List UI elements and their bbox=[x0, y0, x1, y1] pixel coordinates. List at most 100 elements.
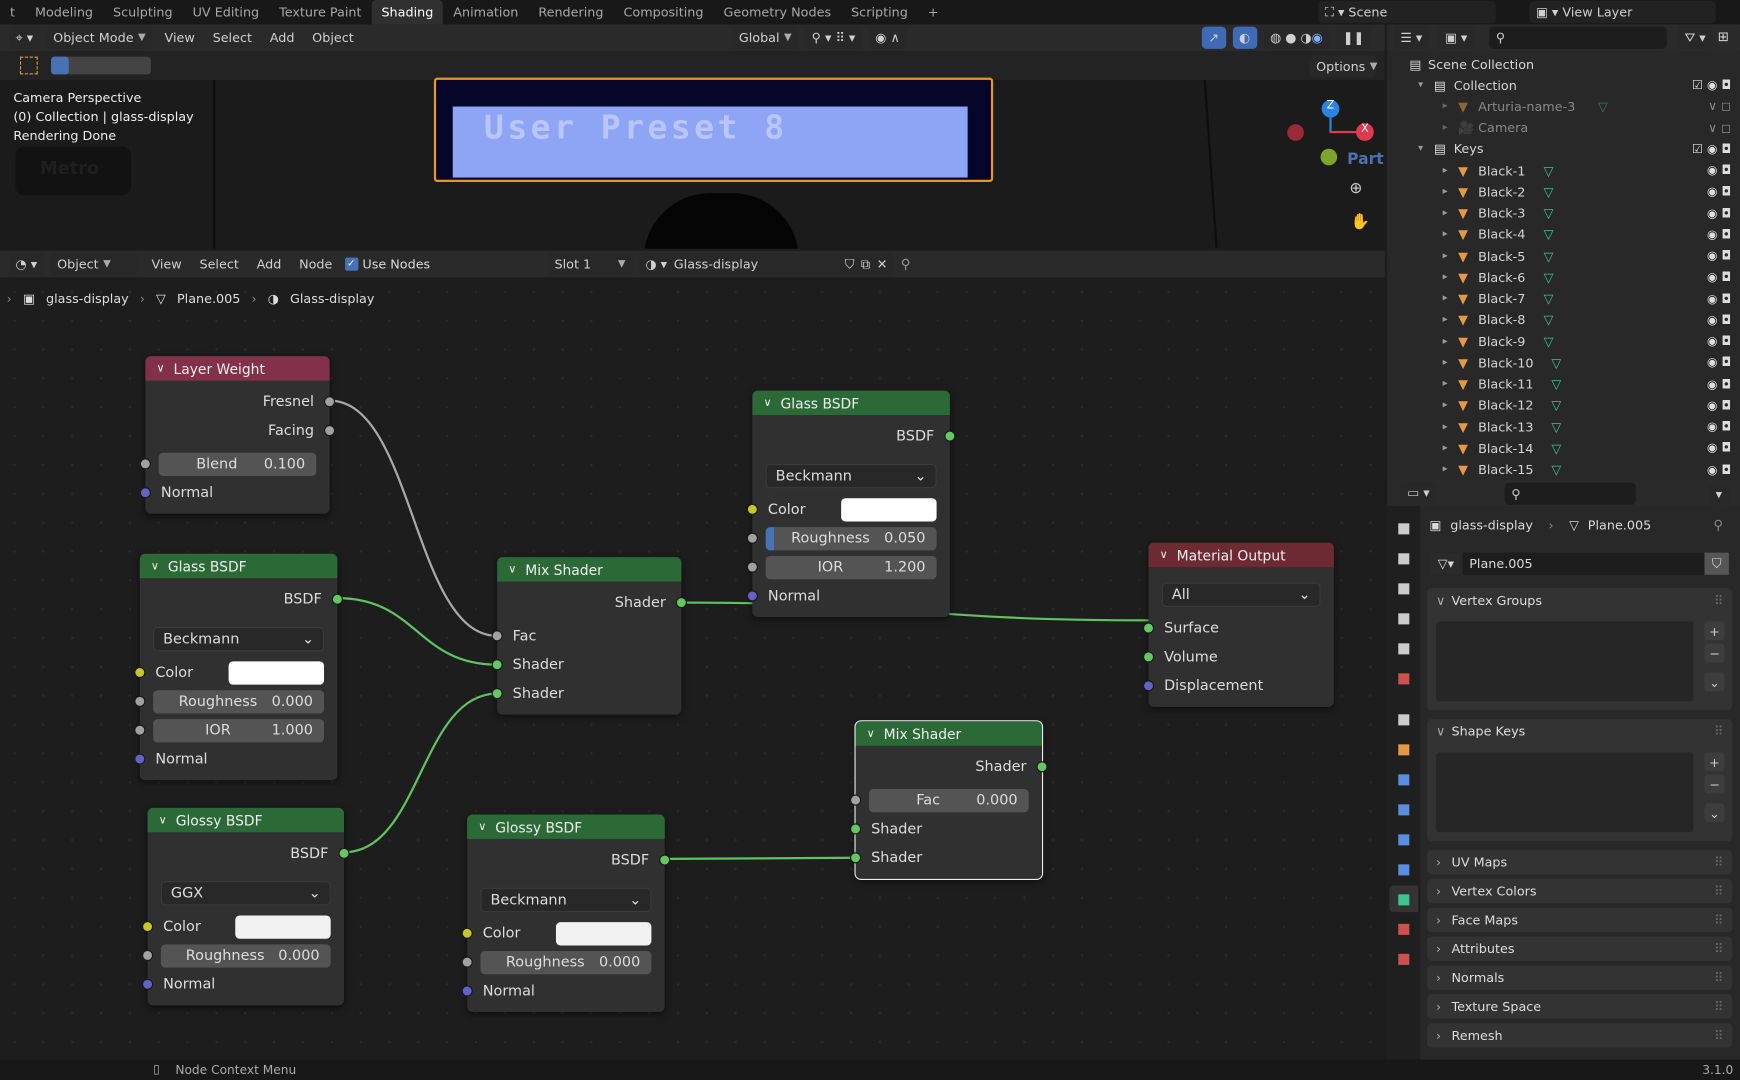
expand-arrow-icon[interactable]: ▸ bbox=[1442, 442, 1448, 454]
outliner-item[interactable]: ▸▼Black-7▽◉ ◘ bbox=[1443, 288, 1740, 309]
tab-tool-icon[interactable]: ■ bbox=[1396, 519, 1411, 537]
duplicate-icon[interactable]: ⧉ bbox=[860, 255, 871, 272]
proportional-edit-button[interactable]: ◉ ∧ bbox=[868, 26, 907, 49]
add-button[interactable]: + bbox=[1704, 752, 1725, 772]
drag-handle-icon[interactable]: ⠿ bbox=[1713, 912, 1724, 928]
socket-shader[interactable] bbox=[491, 688, 503, 700]
drag-handle-icon[interactable]: ⠿ bbox=[1713, 854, 1724, 870]
fake-user-icon[interactable]: ⛉ bbox=[1704, 552, 1729, 575]
outliner-item[interactable]: ▸▼Black-5▽◉ ◘ bbox=[1443, 245, 1740, 266]
outliner-item[interactable]: ▸🎥Camera∨ ◻ bbox=[1443, 117, 1740, 138]
collapse-chevron-icon[interactable]: ∨ bbox=[866, 727, 875, 740]
visibility-controls[interactable]: ◉ ◘ bbox=[1706, 355, 1732, 370]
socket-float[interactable] bbox=[746, 532, 758, 544]
panel-header[interactable]: ›Vertex Colors⠿ bbox=[1427, 879, 1732, 903]
socket-float[interactable] bbox=[324, 425, 336, 437]
expand-arrow-icon[interactable]: ▸ bbox=[1442, 164, 1448, 176]
tab-shading[interactable]: Shading bbox=[371, 0, 444, 25]
tab-object-icon[interactable]: ■ bbox=[1396, 740, 1411, 758]
editor-type-button[interactable]: ▭ ▾ bbox=[1400, 481, 1437, 504]
mode-selector[interactable]: Object Mode▼ bbox=[46, 26, 153, 49]
socket-vector[interactable] bbox=[461, 985, 473, 997]
options-button[interactable]: Options▼ bbox=[1309, 55, 1377, 78]
remove-button[interactable]: − bbox=[1704, 643, 1725, 663]
display-mode-button[interactable]: ☰ ▾ bbox=[1393, 26, 1430, 49]
panel-header[interactable]: ›Normals⠿ bbox=[1427, 965, 1732, 989]
drag-handle-icon[interactable]: ⠿ bbox=[1713, 1027, 1724, 1044]
menu-add[interactable]: Add bbox=[269, 29, 295, 46]
outliner-item[interactable]: ▸▼Black-6▽◉ ◘ bbox=[1443, 267, 1740, 288]
tab-render-icon[interactable]: ■ bbox=[1396, 549, 1411, 567]
expand-arrow-icon[interactable]: ▸ bbox=[1442, 228, 1448, 240]
outliner-item[interactable]: ▸▼Black-13▽◉ ◘ bbox=[1443, 416, 1740, 437]
socket-vector[interactable] bbox=[134, 753, 146, 765]
socket-vector[interactable] bbox=[139, 487, 151, 499]
expand-arrow-icon[interactable]: ▾ bbox=[1418, 143, 1424, 155]
gizmo-neg-y[interactable] bbox=[1287, 124, 1304, 141]
panel-uv-maps[interactable]: ›UV Maps⠿ bbox=[1427, 850, 1733, 875]
distribution-dropdown[interactable]: Beckmann⌄ bbox=[480, 887, 652, 913]
visibility-controls[interactable]: ◉ ◘ bbox=[1706, 376, 1732, 392]
node-header[interactable]: ∨Mix Shader bbox=[497, 557, 682, 582]
visibility-controls[interactable]: ◉ ◘ bbox=[1706, 440, 1732, 456]
socket-shader[interactable] bbox=[1142, 651, 1155, 663]
expand-arrow-icon[interactable]: ▸ bbox=[1442, 335, 1448, 347]
breadcrumb-mesh[interactable]: Plane.005 bbox=[176, 290, 241, 307]
socket-float[interactable] bbox=[491, 630, 503, 642]
use-nodes-checkbox[interactable]: ✓Use Nodes bbox=[344, 256, 430, 272]
collapse-chevron-icon[interactable]: ∨ bbox=[156, 362, 165, 375]
collapse-chevron-icon[interactable]: ∨ bbox=[158, 813, 167, 827]
node-header[interactable]: ∨Layer Weight bbox=[145, 356, 330, 381]
tab-view-layer-icon[interactable]: ■ bbox=[1396, 609, 1411, 627]
tab-texture-paint[interactable]: Texture Paint bbox=[279, 4, 362, 20]
visibility-controls[interactable]: ◉ ◘ bbox=[1706, 334, 1732, 349]
outliner-item[interactable]: ▸▼Black-10▽◉ ◘ bbox=[1443, 352, 1740, 373]
visibility-controls[interactable]: ◉ ◘ bbox=[1706, 227, 1732, 242]
socket-float[interactable] bbox=[142, 949, 154, 961]
panel-normals[interactable]: ›Normals⠿ bbox=[1427, 965, 1733, 990]
expand-arrow-icon[interactable]: ▸ bbox=[1442, 421, 1448, 433]
panel-header[interactable]: ›Remesh⠿ bbox=[1427, 1023, 1732, 1047]
gizmo-y-axis[interactable] bbox=[1320, 148, 1338, 166]
collapse-chevron-icon[interactable]: ∨ bbox=[508, 563, 517, 576]
slot-selector[interactable]: Slot 1▼ bbox=[547, 253, 633, 276]
gizmo-toggle[interactable]: ↗ bbox=[1201, 26, 1226, 49]
visibility-controls[interactable]: ◉ ◘ bbox=[1706, 419, 1732, 434]
filter-button[interactable]: ⛛ ▾ bbox=[1677, 26, 1713, 49]
socket-shader[interactable] bbox=[491, 659, 503, 671]
node-header[interactable]: ∨Glass BSDF bbox=[139, 553, 338, 579]
panel-shape-keys[interactable]: ∨Shape Keys⠿+−⌄ bbox=[1427, 719, 1733, 842]
add-button[interactable]: + bbox=[1704, 621, 1725, 641]
drag-handle-icon[interactable]: ⠿ bbox=[1713, 592, 1724, 609]
new-collection-icon[interactable]: ⊞ bbox=[1717, 28, 1729, 45]
outliner-item[interactable]: ▾▤Keys☑ ◉ ◘ bbox=[1418, 138, 1740, 159]
pan-hand-icon[interactable]: ✋ bbox=[1350, 213, 1370, 231]
fake-user-icon[interactable]: ⛉ bbox=[844, 255, 855, 272]
node-header[interactable]: ∨Glossy BSDF bbox=[147, 807, 345, 833]
collapse-chevron-icon[interactable]: ∨ bbox=[763, 396, 772, 409]
specials-dropdown[interactable]: ⌄ bbox=[1704, 672, 1725, 692]
zoom-icon[interactable]: ⊕ bbox=[1349, 179, 1363, 198]
expand-arrow-icon[interactable]: ▾ bbox=[1418, 79, 1424, 91]
menu-view[interactable]: View bbox=[151, 256, 182, 272]
panel-header[interactable]: ›UV Maps⠿ bbox=[1427, 850, 1732, 874]
tab-t[interactable]: t bbox=[9, 4, 15, 20]
gizmo-z-axis[interactable]: Z bbox=[1321, 99, 1340, 118]
socket-float[interactable] bbox=[746, 561, 758, 573]
tab-texture-icon[interactable]: ■ bbox=[1396, 950, 1411, 968]
socket-float[interactable] bbox=[139, 458, 151, 470]
socket-float[interactable] bbox=[461, 956, 473, 968]
tab-collection-icon[interactable]: ■ bbox=[1396, 710, 1411, 728]
drag-handle-icon[interactable]: ⠿ bbox=[1713, 941, 1724, 957]
drag-handle-icon[interactable]: ⠿ bbox=[1713, 998, 1724, 1015]
socket-float[interactable] bbox=[324, 396, 336, 408]
menu-node[interactable]: Node bbox=[299, 256, 333, 272]
breadcrumb-material[interactable]: Glass-display bbox=[289, 290, 375, 307]
tab-scene-icon[interactable]: ■ bbox=[1396, 639, 1411, 657]
